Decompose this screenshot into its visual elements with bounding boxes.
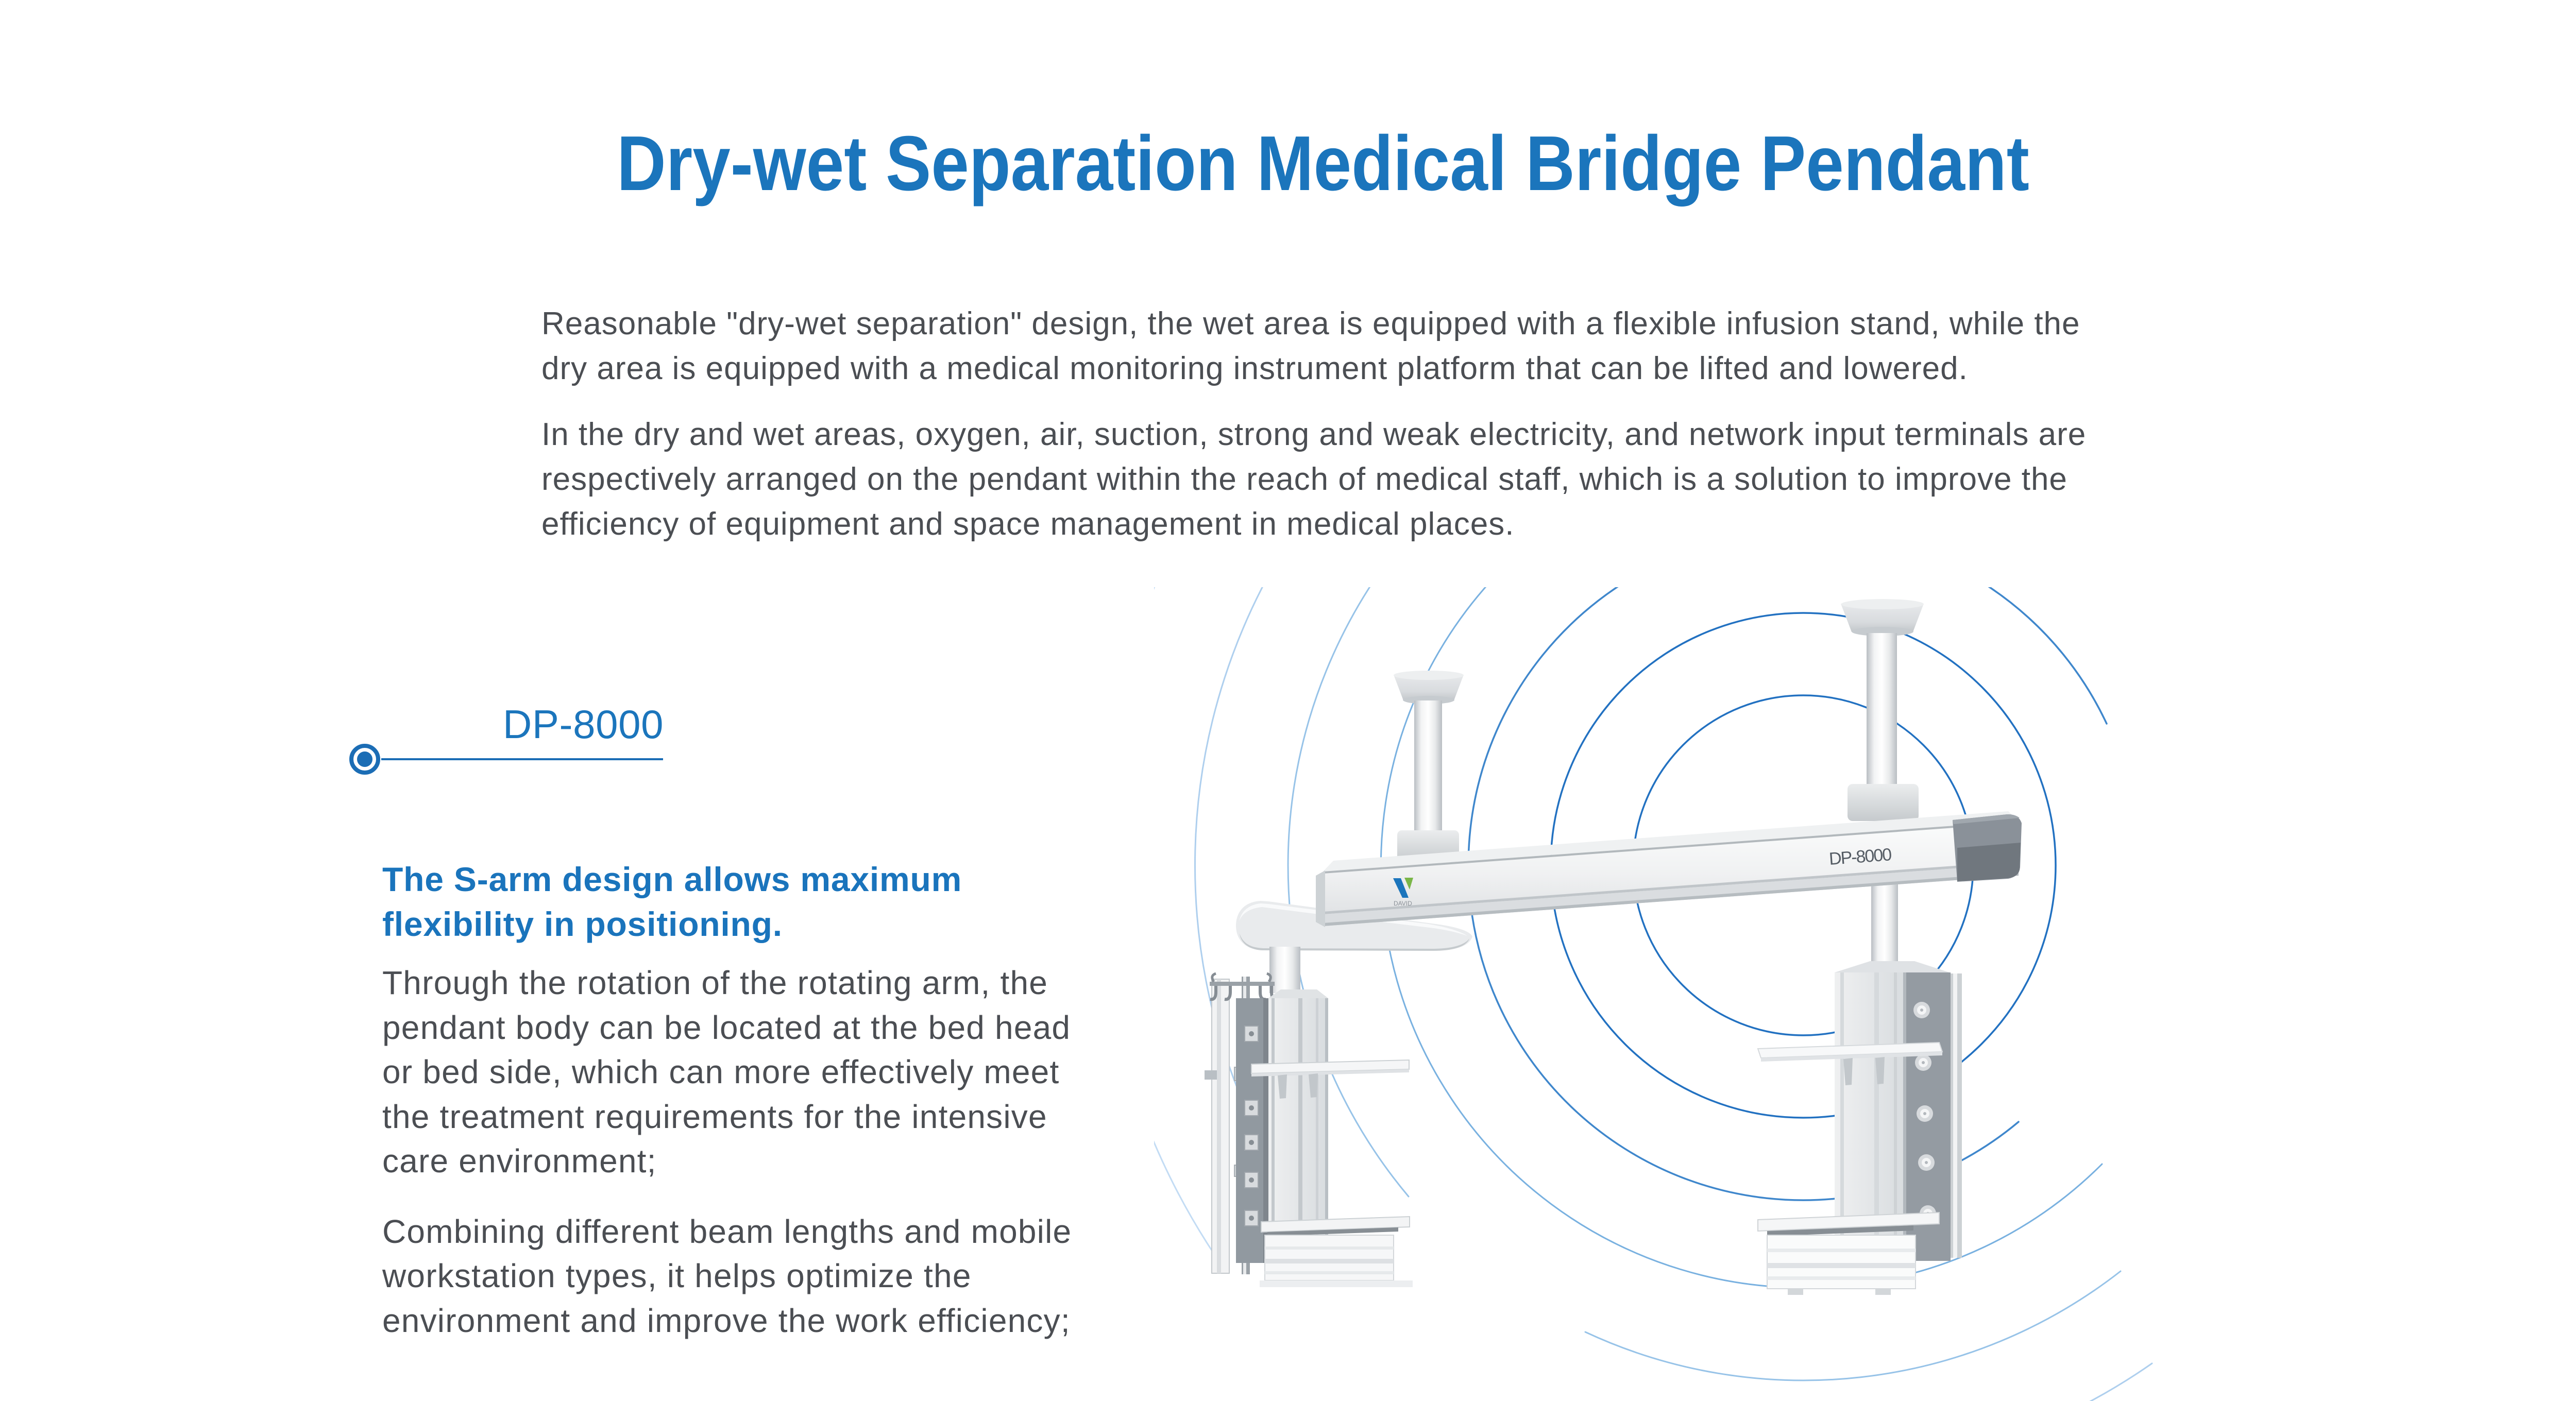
svg-text:DAVID: DAVID	[1394, 900, 1412, 907]
svg-text:DP-8000: DP-8000	[1828, 845, 1892, 869]
